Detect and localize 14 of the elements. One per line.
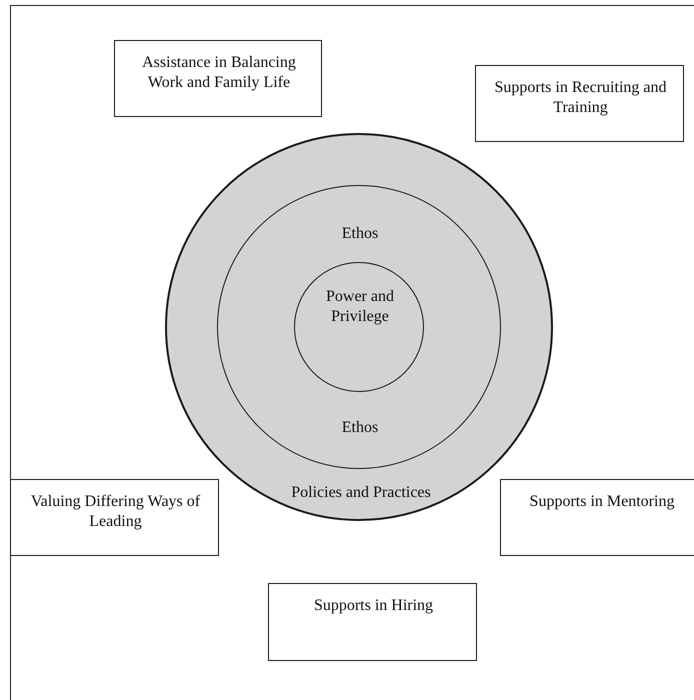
text-box bbox=[500, 479, 694, 556]
text-box bbox=[10, 479, 219, 556]
text-box bbox=[475, 65, 684, 142]
text-box bbox=[268, 583, 477, 661]
node-label: Supports in Hiring bbox=[314, 596, 434, 616]
node-label: Ethos bbox=[342, 418, 378, 438]
node-label: Assistance in Balancing Work and Family Life bbox=[141, 53, 297, 93]
node-label: Power and Privilege bbox=[325, 287, 395, 327]
node-label: Policies and Practices bbox=[291, 483, 431, 503]
node-label: Valuing Differing Ways of Leading bbox=[30, 492, 202, 532]
text-box bbox=[114, 40, 322, 117]
node-label: Ethos bbox=[342, 224, 378, 244]
node-label: Supports in Mentoring bbox=[530, 492, 674, 512]
node-label: Supports in Recruiting and Training bbox=[494, 78, 668, 118]
